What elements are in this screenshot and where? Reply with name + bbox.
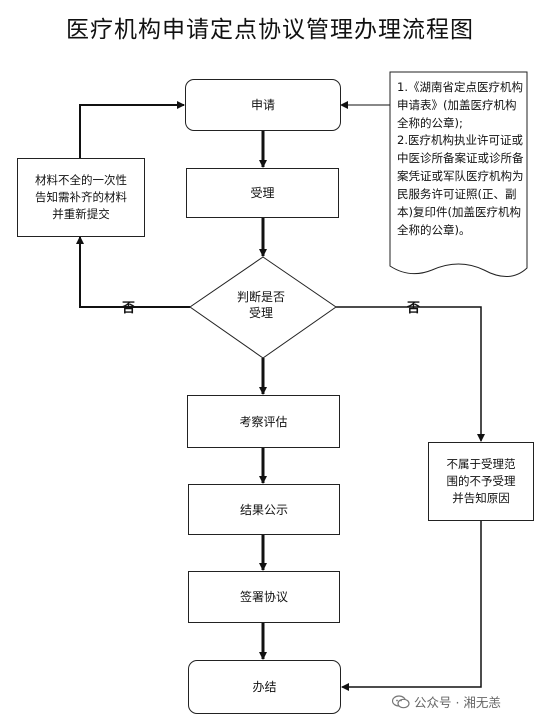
review-node: 考察评估 (187, 395, 340, 448)
no-label-right: 否 (407, 301, 421, 316)
apply-label: 申请 (250, 98, 275, 112)
note-item-1: 1.《湖南省定点医疗机构申请表》(加盖医疗机构全称的公章); (397, 80, 523, 130)
accept-node: 受理 (186, 168, 339, 218)
wechat-icon (392, 694, 410, 708)
arrow-decision-to-reject (336, 306, 485, 442)
sign-label: 签署协议 (239, 590, 288, 604)
arrow-supplement-to-apply (79, 101, 185, 158)
review-label: 考察评估 (239, 414, 288, 429)
reject-node: 不属于受理范 围的不予受理 并告知原因 (428, 442, 534, 521)
note-document (389, 71, 528, 277)
watermark-text: 公众号 · 湘无恙 (414, 695, 501, 710)
accept-label: 受理 (250, 186, 275, 200)
sign-node: 签署协议 (188, 571, 340, 623)
supplement-node: 材料不全的一次性 告知需补齐的材料 并重新提交 (17, 158, 145, 237)
publish-label: 结果公示 (239, 502, 288, 517)
apply-node: 申请 (185, 79, 341, 131)
finish-node: 办结 (188, 660, 341, 714)
decision-label: 判断是否 受理 (236, 290, 285, 321)
required-materials-note: 1.《湖南省定点医疗机构申请表》(加盖医疗机构全称的公章); 2.医疗机构执业许… (397, 79, 525, 239)
no-label-left: 否 (122, 301, 136, 316)
publish-node: 结果公示 (188, 484, 340, 535)
arrow-decision-to-supplement (76, 236, 190, 308)
arrow-reject-to-finish (341, 521, 482, 691)
watermark: 公众号 · 湘无恙 (392, 692, 501, 711)
note-item-2: 2.医疗机构执业许可证或中医诊所备案证或诊所备案凭证或军队医疗机构为民服务许可证… (397, 133, 524, 237)
finish-label: 办结 (252, 680, 277, 694)
page-title: 医疗机构申请定点协议管理办理流程图 (66, 17, 474, 43)
decision-diamond (189, 256, 337, 359)
